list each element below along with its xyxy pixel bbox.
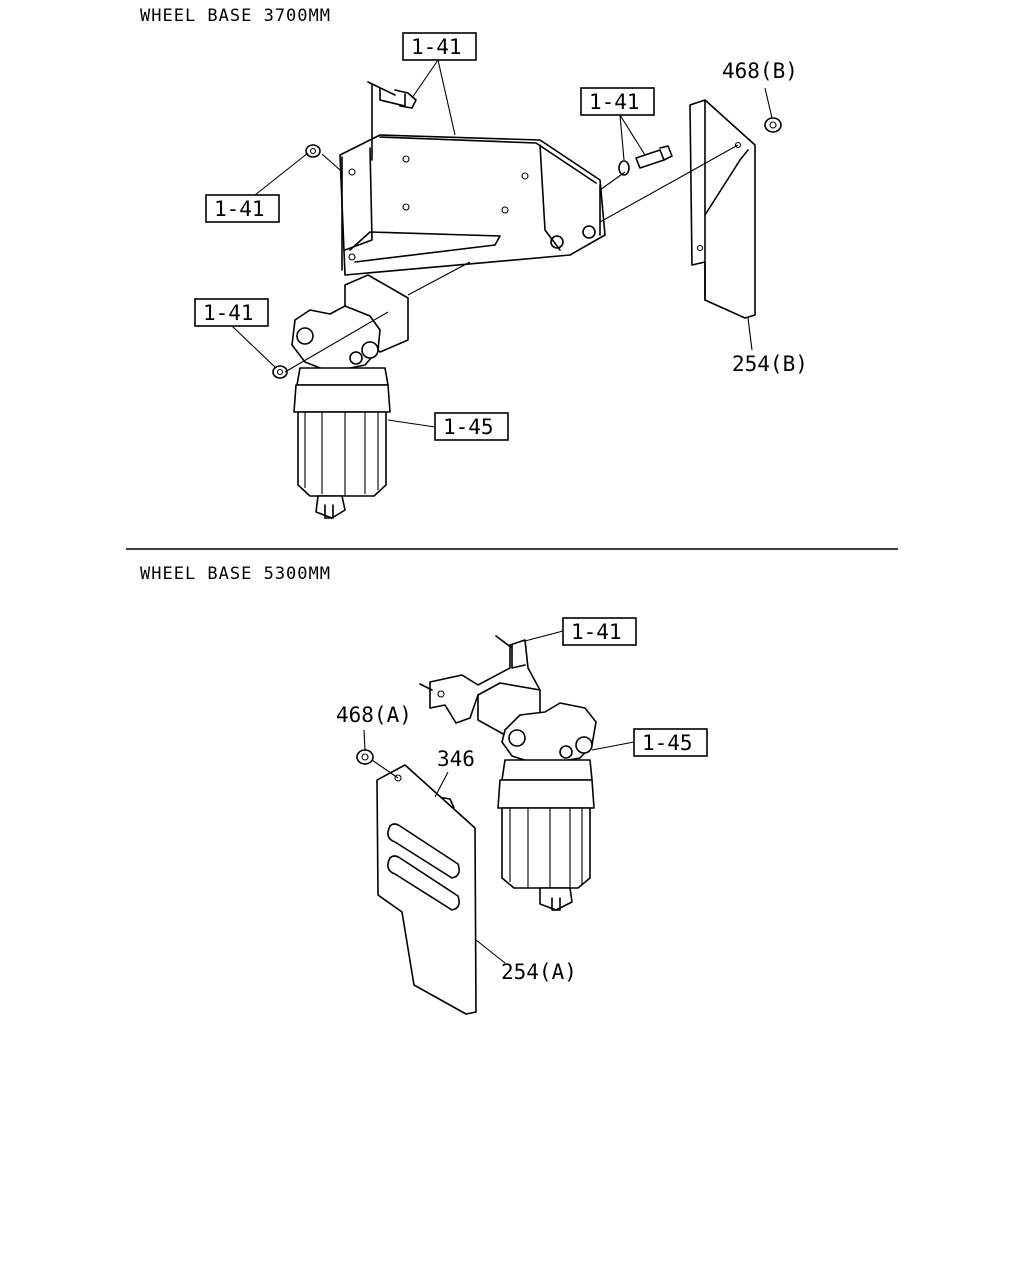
fuel-filter-3700: [291, 274, 409, 519]
callout-468b: 468(B): [722, 59, 798, 119]
svg-text:1-45: 1-45: [443, 415, 494, 439]
bolt-top-3700: [367, 81, 417, 161]
svg-text:1-41: 1-41: [589, 90, 640, 114]
callout-1-41-top: 1-41: [402, 32, 477, 136]
callout-1-45: 1-45: [387, 412, 509, 441]
svg-text:1-41: 1-41: [203, 301, 254, 325]
shield-plate-3700: [689, 99, 756, 319]
section-title-3700: WHEEL BASE 3700MM: [140, 6, 331, 26]
bolt-right-3700: [618, 145, 673, 176]
nut-filter-3700: [272, 365, 288, 379]
callout-1-41-lower: 1-41: [194, 298, 277, 369]
svg-text:254(B): 254(B): [732, 352, 808, 376]
section-wheel-base-3700: WHEEL BASE 3700MM: [140, 6, 808, 519]
svg-text:1-45: 1-45: [642, 731, 693, 755]
shield-plate-5300: [376, 764, 477, 1015]
callout-254a: 254(A): [475, 939, 577, 984]
callout-346: 346: [434, 747, 475, 798]
svg-text:1-41: 1-41: [411, 35, 462, 59]
svg-text:346: 346: [437, 747, 475, 771]
section-wheel-base-5300: WHEEL BASE 5300MM: [140, 564, 708, 1015]
callout-468a: 468(A): [336, 703, 412, 751]
callout-1-45-5300: 1-45: [591, 728, 708, 757]
callout-1-41-right: 1-41: [580, 87, 655, 161]
fuel-filter-5300: [477, 682, 597, 911]
svg-text:468(A): 468(A): [336, 703, 412, 727]
svg-text:254(A): 254(A): [501, 960, 577, 984]
callout-1-41-left: 1-41: [205, 152, 309, 223]
callout-254b: 254(B): [732, 317, 808, 376]
svg-text:1-41: 1-41: [571, 620, 622, 644]
svg-text:1-41: 1-41: [214, 197, 265, 221]
nut-468a: [356, 749, 374, 765]
section-title-5300: WHEEL BASE 5300MM: [140, 564, 331, 584]
callout-1-41-5300: 1-41: [524, 617, 637, 646]
mounting-bracket-3700: [339, 134, 606, 276]
nut-left-3700: [305, 144, 321, 158]
nut-468b: [764, 117, 782, 133]
svg-text:468(B): 468(B): [722, 59, 798, 83]
